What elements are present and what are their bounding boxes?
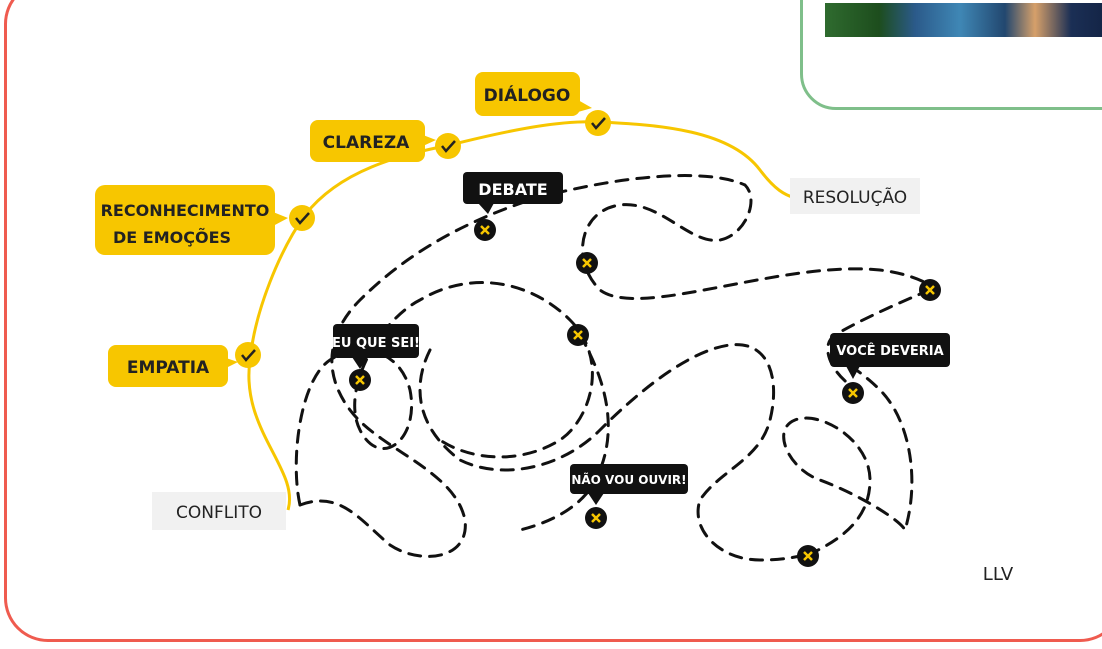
artist-signature: LLV xyxy=(983,564,1014,585)
tangled-path xyxy=(294,174,934,562)
x-mark-icon xyxy=(567,324,589,346)
svg-text:EU QUE SEI!: EU QUE SEI! xyxy=(332,336,420,351)
obstacle-debate: DEBATE xyxy=(463,172,563,214)
svg-text:VOCÊ DEVERIA: VOCÊ DEVERIA xyxy=(836,343,943,359)
photo-thumbnail xyxy=(825,3,1102,37)
svg-text:RECONHECIMENTO: RECONHECIMENTO xyxy=(101,201,270,220)
x-markers xyxy=(349,219,941,567)
label-empatia: EMPATIA xyxy=(108,345,238,387)
outer-frame xyxy=(4,0,1102,642)
check-icon xyxy=(235,342,261,368)
check-markers xyxy=(235,110,611,368)
check-icon xyxy=(289,205,315,231)
check-icon xyxy=(585,110,611,136)
obstacle-nao-vou-ouvir: NÃO VOU OUVIR! xyxy=(570,464,688,505)
svg-text:CLAREZA: CLAREZA xyxy=(323,133,410,153)
x-mark-icon xyxy=(842,382,864,404)
svg-text:DE EMOÇÕES: DE EMOÇÕES xyxy=(113,228,231,247)
x-mark-icon xyxy=(919,279,941,301)
svg-text:CONFLITO: CONFLITO xyxy=(176,503,262,523)
x-mark-icon xyxy=(349,369,371,391)
start-label: CONFLITO xyxy=(152,492,286,530)
end-label: RESOLUÇÃO xyxy=(790,178,920,214)
label-reconhecimento-de-emocoes: RECONHECIMENTO DE EMOÇÕES xyxy=(95,185,288,255)
photo-card xyxy=(800,0,1102,110)
check-icon xyxy=(435,133,461,159)
svg-text:RESOLUÇÃO: RESOLUÇÃO xyxy=(803,186,907,208)
label-clareza: CLAREZA xyxy=(310,120,436,162)
svg-text:DIÁLOGO: DIÁLOGO xyxy=(484,84,571,106)
x-mark-icon xyxy=(576,252,598,274)
x-mark-icon xyxy=(797,545,819,567)
obstacle-eu-que-sei: EU QUE SEI! xyxy=(332,324,420,369)
obstacle-voce-deveria: VOCÊ DEVERIA xyxy=(830,333,950,379)
svg-text:DEBATE: DEBATE xyxy=(478,180,547,199)
x-mark-icon xyxy=(474,219,496,241)
x-mark-icon xyxy=(585,507,607,529)
svg-text:EMPATIA: EMPATIA xyxy=(127,358,210,378)
svg-text:NÃO VOU OUVIR!: NÃO VOU OUVIR! xyxy=(571,472,686,487)
label-dialogo: DIÁLOGO xyxy=(475,72,592,116)
